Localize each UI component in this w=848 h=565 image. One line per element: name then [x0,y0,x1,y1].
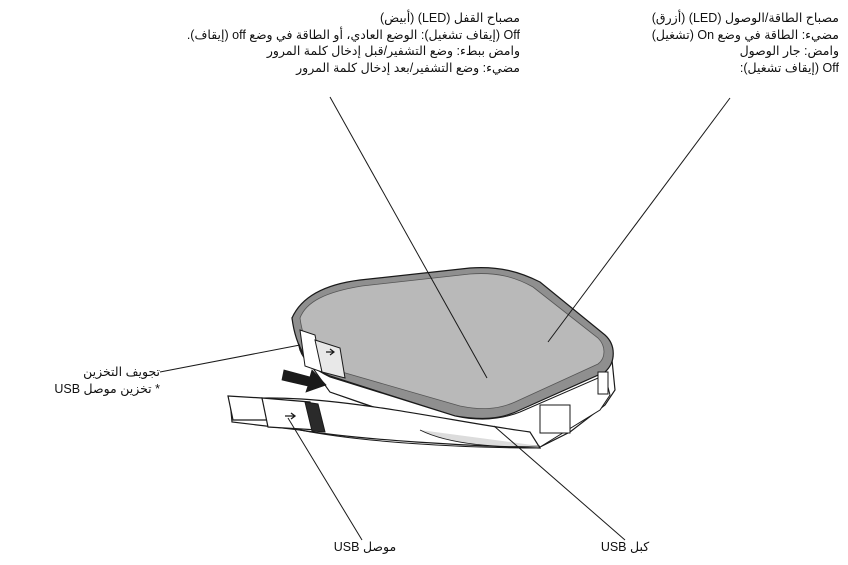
lock-led-line-on: مضيء: وضع التشفير/بعد إدخال كلمة المرور [296,60,520,75]
lock-led-line-off: Off (إيقاف تشغيل): الوضع العادي، أو الطا… [186,27,520,42]
power-led-callout: مصباح الطاقة/الوصول (LED) (أزرق) مضيء: ا… [560,10,839,76]
usb-connector-callout: موصل USB [300,539,430,556]
power-led-line-blink: وامض: جار الوصول [739,44,839,58]
storage-cavity-callout: تجويف التخزين * تخزين موصل USB [0,364,160,397]
lock-led-line-blink: وامض ببطء: وضع التشفير/قبل إدخال كلمة ال… [266,44,520,58]
usb-cable-callout: كبل USB [570,539,680,556]
usb-connector-title: موصل USB [333,540,397,554]
power-led-line-off: Off (إيقاف تشغيل): [739,60,839,75]
usb-connector [227,395,326,433]
power-led-title: مصباح الطاقة/الوصول (LED) (أزرق) [651,11,839,25]
lock-led-callout: مصباح القفل (LED) (أبيض) Off (إيقاف تشغي… [95,10,520,76]
usb-cable-title: كبل USB [600,540,650,554]
leader-lines [159,96,731,541]
storage-cavity-note: * تخزين موصل USB [54,381,160,396]
lock-led-title: مصباح القفل (LED) (أبيض) [379,11,520,25]
storage-cavity-title: تجويف التخزين [83,365,160,379]
power-led-line-on: مضيء: الطاقة في وضع On (تشغيل) [651,27,839,42]
insert-arrow [281,369,327,393]
